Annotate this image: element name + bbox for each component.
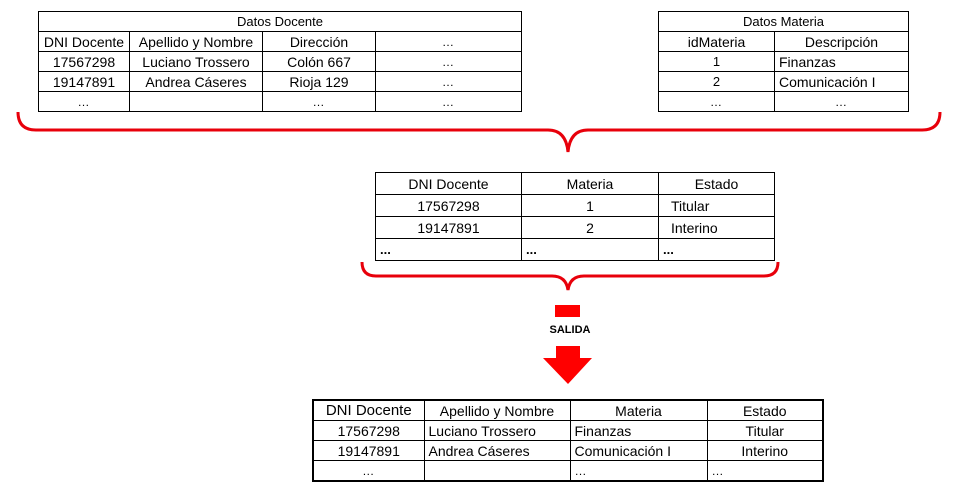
datos-docente-table: Datos Docente DNI Docente Apellido y Nom…: [38, 11, 522, 112]
table-cell: ...: [658, 238, 775, 261]
table-cell: …: [375, 91, 522, 112]
middle-brace: [360, 261, 780, 291]
table-cell: …: [658, 91, 775, 112]
table-cell: …: [312, 460, 425, 482]
table-cell: Titular: [706, 420, 824, 441]
column-header: Materia: [569, 399, 708, 421]
column-header: Descripción: [774, 31, 909, 52]
table-cell: Finanzas: [569, 420, 708, 441]
arrow-head-icon: [543, 346, 592, 384]
table-cell: Comunicación I: [774, 71, 909, 92]
table-cell: 17567298: [312, 420, 425, 441]
table-caption: Datos Materia: [658, 11, 909, 32]
column-header: Estado: [658, 172, 775, 195]
table-cell: Interino: [706, 440, 824, 461]
table-cell: Luciano Trossero: [423, 420, 571, 441]
table-cell: Comunicación I: [569, 440, 708, 461]
table-cell: 17567298: [38, 51, 130, 72]
relacion-table: DNI Docente Materia Estado 17567298 1 Ti…: [375, 172, 775, 261]
table-cell: ...: [375, 238, 522, 261]
table-cell: …: [774, 91, 909, 112]
table-cell: Finanzas: [774, 51, 909, 72]
table-cell: [423, 460, 571, 482]
table-cell: …: [262, 91, 376, 112]
column-header: Estado: [706, 399, 824, 421]
column-header: …: [375, 31, 522, 52]
arrow-shaft-icon: [555, 305, 580, 317]
table-cell: ...: [521, 238, 659, 261]
column-header: DNI Docente: [312, 399, 425, 421]
table-cell: …: [569, 460, 708, 482]
table-cell: Andrea Cáseres: [423, 440, 571, 461]
table-cell: 19147891: [38, 71, 130, 92]
table-cell: …: [706, 460, 824, 482]
salida-label: SALIDA: [549, 324, 591, 336]
top-brace: [16, 111, 942, 153]
table-cell: Titular: [658, 194, 775, 217]
resultado-table: DNI Docente Apellido y Nombre Materia Es…: [312, 399, 824, 482]
table-cell: 19147891: [375, 216, 522, 239]
column-header: Apellido y Nombre: [423, 399, 571, 421]
column-header: DNI Docente: [375, 172, 522, 195]
table-cell: 19147891: [312, 440, 425, 461]
datos-materia-table: Datos Materia idMateria Descripción 1 Fi…: [658, 11, 909, 112]
